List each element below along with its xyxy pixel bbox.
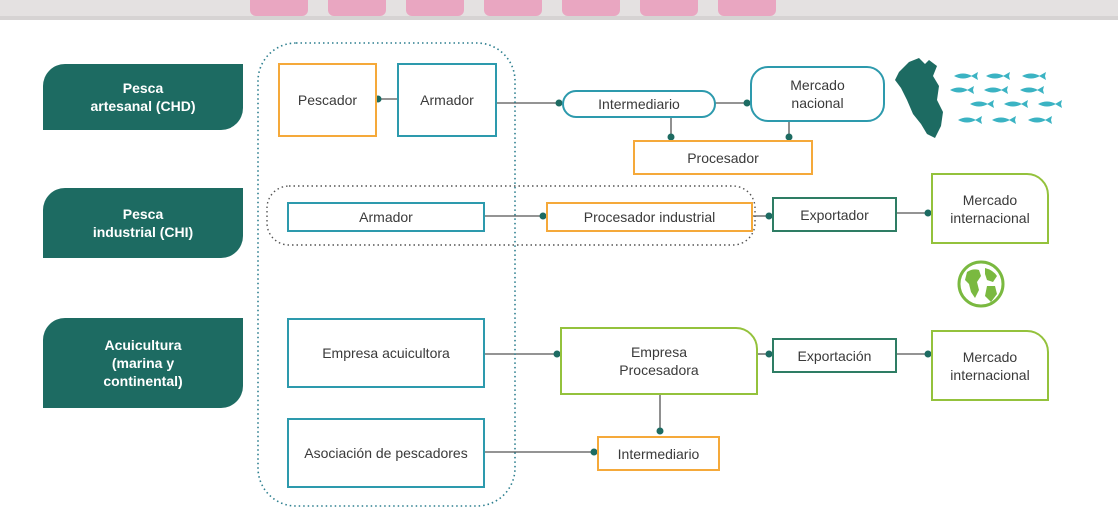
node-exportacion: Exportación [772,338,897,373]
node-armador-artesanal: Armador [397,63,497,137]
node-exportador: Exportador [772,197,897,232]
node-intermediario-acuicultura: Intermediario [597,436,720,471]
category-acuicultura: Acuicultura (marina y continental) [43,318,243,408]
node-empresa-procesadora: Empresa Procesadora [560,327,758,395]
node-asociacion-pescadores: Asociación de pescadores [287,418,485,488]
globe-icon [957,260,1005,308]
brand-logo-icon [250,0,870,16]
upstream-group-outline [257,42,516,507]
node-procesador: Procesador [633,140,813,175]
industrial-group-outline [266,185,756,246]
node-procesador-industrial: Procesador industrial [546,202,753,232]
node-mercado-internacional-industrial: Mercado internacional [931,173,1049,244]
node-armador-industrial: Armador [287,202,485,232]
node-empresa-acuicultora: Empresa acuicultora [287,318,485,388]
node-mercado-nacional: Mercado nacional [750,66,885,122]
category-pesca-artesanal: Pesca artesanal (CHD) [43,64,243,130]
node-intermediario-artesanal: Intermediario [562,90,716,118]
node-mercado-internacional-acuicultura: Mercado internacional [931,330,1049,401]
fish-school-icon [950,72,1062,124]
header-band-shadow [0,16,1118,20]
peru-map-icon [895,58,943,138]
category-pesca-industrial: Pesca industrial (CHI) [43,188,243,258]
node-pescador: Pescador [278,63,377,137]
